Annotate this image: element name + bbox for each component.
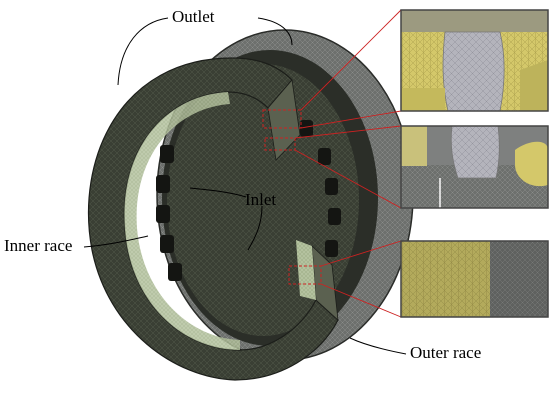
callout-boxes (262, 109, 322, 285)
inset-top (400, 9, 549, 112)
leader-lines (83, 17, 407, 355)
inner-race-band (296, 240, 316, 300)
inset-bottom (400, 240, 549, 318)
callout-lines (294, 9, 402, 318)
inner-race-label: Inner race (4, 236, 72, 255)
front-ring (88, 57, 339, 381)
inlet-label: Inlet (245, 190, 276, 209)
outer-race-label: Outer race (410, 343, 481, 362)
inset-middle (400, 125, 549, 209)
outlet-label: Outlet (172, 7, 215, 26)
